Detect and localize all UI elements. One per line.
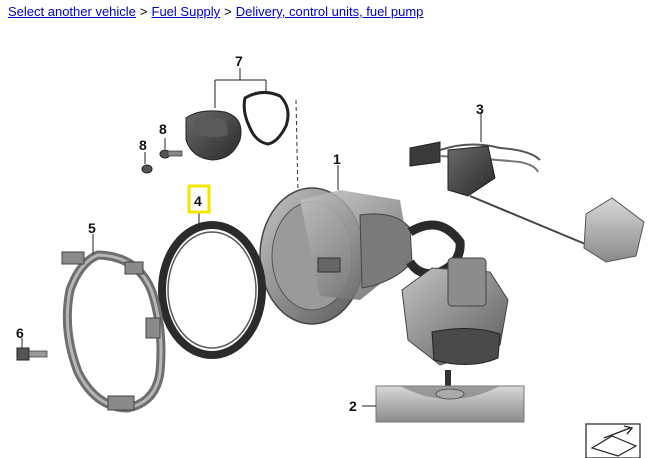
part-1-fuel-pump-module[interactable]: [259, 165, 509, 388]
breadcrumb-link-fuel-supply[interactable]: Fuel Supply: [151, 4, 221, 19]
callout-8-upper[interactable]: 8: [159, 121, 167, 137]
breadcrumb-link-delivery-control-units[interactable]: Delivery, control units, fuel pump: [235, 4, 424, 19]
callout-4: 4: [194, 193, 202, 209]
callout-1[interactable]: 1: [333, 151, 341, 167]
callout-5[interactable]: 5: [88, 220, 96, 236]
breadcrumb-link-select-vehicle[interactable]: Select another vehicle: [8, 4, 136, 19]
part-4-sealing-ring[interactable]: [158, 212, 266, 359]
callout-7[interactable]: 7: [235, 53, 243, 69]
callout-3[interactable]: 3: [476, 101, 484, 117]
highlight-box: [187, 184, 211, 214]
callout-4-highlight[interactable]: 4: [187, 184, 211, 214]
part-5-lock-ring[interactable]: [61, 234, 166, 413]
part-7-connector[interactable]: [185, 68, 299, 196]
breadcrumb-separator: >: [139, 4, 148, 19]
part-8-screw-lower[interactable]: [141, 152, 153, 174]
callout-6[interactable]: 6: [16, 325, 24, 341]
breadcrumb-separator: >: [224, 4, 232, 19]
part-8-screw-upper[interactable]: [159, 138, 183, 159]
callout-8-lower[interactable]: 8: [139, 137, 147, 153]
callout-2[interactable]: 2: [349, 398, 357, 414]
part-3-level-sensor[interactable]: [409, 112, 645, 263]
part-2-plate[interactable]: [362, 385, 525, 423]
breadcrumb: Select another vehicle>Fuel Supply>Deliv…: [8, 4, 423, 19]
part-6-bolt[interactable]: [16, 338, 48, 361]
next-diagram-icon[interactable]: [585, 423, 641, 458]
